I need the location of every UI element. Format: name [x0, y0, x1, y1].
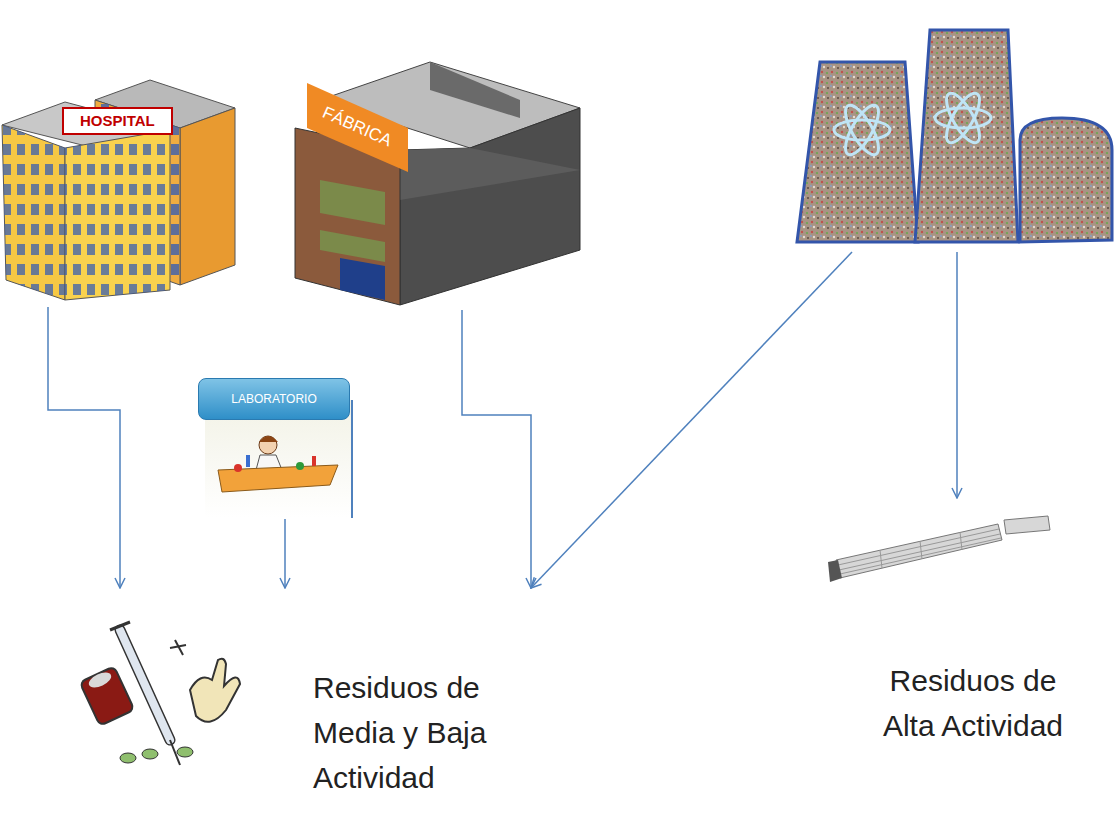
laboratory-scene-part	[259, 436, 278, 442]
high-waste-node: Residuos de Alta Actividad	[820, 500, 1072, 805]
fuel-assembly-part	[836, 524, 1002, 578]
factory-building-part	[400, 148, 580, 200]
flow-arrow	[462, 310, 531, 588]
laboratory-scene-part	[351, 400, 353, 518]
laboratory-node: LABORATORIO	[195, 372, 360, 517]
nuclear-plant-part	[1020, 118, 1112, 242]
hospital-building-part	[2, 125, 65, 300]
hospital-node: HOSPITAL	[0, 65, 240, 305]
waste-icon-part	[80, 666, 135, 726]
nuclear-plant	[797, 30, 1112, 242]
hospital-building	[2, 80, 235, 300]
factory-building-part	[320, 230, 385, 262]
waste-icon-part	[120, 753, 136, 763]
laboratory-scene-part	[259, 436, 277, 454]
factory-sign: FÁBRICA	[312, 100, 402, 155]
waste-label: Residuos de Media y Baja Actividad	[313, 665, 528, 800]
waste-icon-part	[120, 630, 170, 740]
fuel-assembly-part-part	[960, 532, 962, 550]
factory-node: FÁBRICA	[290, 80, 585, 308]
nuclear-plant-part	[915, 30, 1018, 242]
factory-building	[295, 62, 580, 305]
fuel-assembly-part	[838, 529, 1001, 574]
nuclear-plant-part	[834, 89, 991, 159]
waste-icon-part	[170, 640, 186, 655]
fuel-assembly	[828, 516, 1050, 582]
fuel-assembly-part	[828, 560, 842, 582]
laboratory-sign: LABORATORIO	[198, 378, 350, 420]
fuel-assembly-part	[1004, 516, 1050, 534]
laboratory-scene-part	[234, 464, 242, 472]
hospital-sign: HOSPITAL	[62, 107, 173, 135]
waste-icon-part	[110, 622, 130, 630]
factory-building-part	[430, 62, 520, 118]
laboratory-scene-part	[312, 456, 316, 466]
fuel-assembly-part-part	[920, 541, 922, 559]
hospital-building-part	[2, 125, 65, 300]
flow-arrow	[48, 307, 120, 588]
flow-arrow	[284, 519, 286, 588]
factory-building-part	[400, 108, 580, 305]
flow-arrow	[956, 252, 958, 498]
hospital-building-part	[65, 130, 170, 300]
laboratory-scene-part	[296, 462, 304, 470]
laboratory-scene-part	[218, 465, 338, 492]
factory-building-part	[307, 83, 408, 172]
nuclear-plant-part-part	[940, 89, 985, 147]
plant-node	[795, 25, 1120, 250]
low-waste-node: Residuos de Media y Baja Actividad	[75, 590, 535, 805]
flow-arrow	[531, 252, 852, 588]
fuel-assembly-part-part	[880, 550, 882, 568]
fuel-assembly-part-part	[840, 538, 1001, 574]
waste-icon-part	[177, 747, 193, 757]
waste-icon-part	[190, 659, 240, 722]
laboratory-scene-part	[246, 455, 250, 467]
fuel-assembly-part-part	[838, 529, 999, 565]
hospital-building-part	[180, 108, 235, 285]
waste-label: Residuos de Alta Actividad	[878, 658, 1068, 748]
nuclear-plant-part-part	[839, 101, 884, 159]
factory-building-part	[340, 258, 385, 300]
fuel-assembly-part-part	[839, 534, 1000, 570]
hospital-building-part	[65, 130, 170, 300]
waste-icon-part	[87, 669, 114, 690]
waste-icon	[80, 622, 240, 765]
nuclear-plant-part-part	[935, 108, 991, 128]
waste-icon-part	[142, 749, 158, 759]
waste-icon-part	[120, 630, 170, 740]
nuclear-plant-part-part	[940, 89, 985, 147]
nuclear-plant-part-part	[834, 120, 890, 140]
factory-building-part	[320, 180, 385, 225]
nuclear-plant-part-part	[839, 101, 884, 159]
nuclear-plant-part	[797, 62, 918, 242]
